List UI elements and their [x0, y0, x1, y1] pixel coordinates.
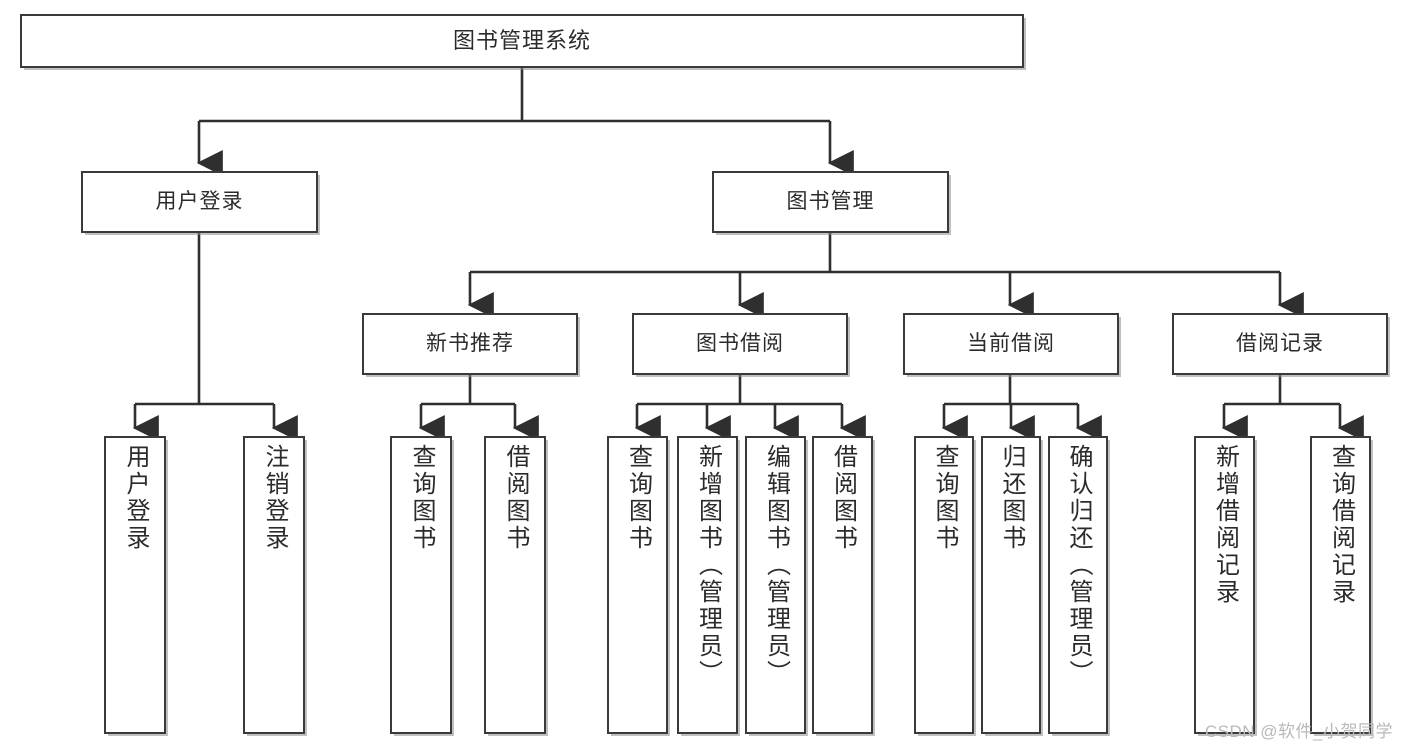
node-book-management-system[interactable]: 图书管理系统	[20, 14, 1024, 68]
leaf-new-book-borrow-book[interactable]: 借阅图书	[484, 436, 546, 734]
node-label: 借阅图书	[829, 444, 857, 552]
node-label: 图书管理	[786, 190, 875, 214]
leaf-current-borrow-confirm-return-admin[interactable]: 确认归还（管理员）	[1048, 436, 1108, 734]
node-label: 归还图书	[998, 444, 1025, 552]
leaf-user-login-logout[interactable]: 注销登录	[243, 436, 305, 734]
node-label: 注销登录	[261, 444, 288, 552]
node-label: 查询图书	[624, 444, 652, 552]
leaf-current-borrow-query-book[interactable]: 查询图书	[914, 436, 974, 734]
node-label: 新增借阅记录	[1211, 444, 1239, 606]
node-label: 用户登录	[122, 444, 149, 552]
leaf-current-borrow-return-book[interactable]: 归还图书	[981, 436, 1041, 734]
leaf-book-borrow-edit-book-admin[interactable]: 编辑图书（管理员）	[745, 436, 806, 734]
node-label: 当前借阅	[967, 332, 1055, 356]
leaf-book-borrow-add-book-admin[interactable]: 新增图书（管理员）	[677, 436, 738, 734]
node-user-login[interactable]: 用户登录	[81, 171, 318, 233]
node-label: 编辑图书（管理员）	[762, 444, 790, 687]
node-current-borrowing[interactable]: 当前借阅	[903, 313, 1119, 375]
node-label: 图书借阅	[696, 332, 784, 356]
node-label: 新增图书（管理员）	[694, 444, 722, 687]
node-label: 确认归还（管理员）	[1065, 444, 1092, 687]
node-label: 查询借阅记录	[1327, 444, 1355, 606]
leaf-book-borrow-borrow-book[interactable]: 借阅图书	[812, 436, 873, 734]
leaf-borrow-record-query-record[interactable]: 查询借阅记录	[1310, 436, 1371, 734]
node-book-borrowing[interactable]: 图书借阅	[632, 313, 848, 375]
node-new-book-recommendation[interactable]: 新书推荐	[362, 313, 578, 375]
node-label: 图书管理系统	[452, 27, 591, 53]
leaf-new-book-query-book[interactable]: 查询图书	[390, 436, 452, 734]
leaf-borrow-record-add-record[interactable]: 新增借阅记录	[1194, 436, 1255, 734]
node-label: 借阅图书	[502, 444, 529, 552]
node-label: 查询图书	[931, 444, 958, 552]
leaf-user-login-login[interactable]: 用户登录	[104, 436, 166, 734]
node-label: 借阅记录	[1236, 332, 1324, 356]
node-borrow-record[interactable]: 借阅记录	[1172, 313, 1388, 375]
leaf-book-borrow-query-book[interactable]: 查询图书	[607, 436, 668, 734]
node-book-management[interactable]: 图书管理	[712, 171, 949, 233]
node-label: 用户登录	[155, 190, 244, 214]
node-label: 查询图书	[408, 444, 435, 552]
node-label: 新书推荐	[426, 332, 514, 356]
